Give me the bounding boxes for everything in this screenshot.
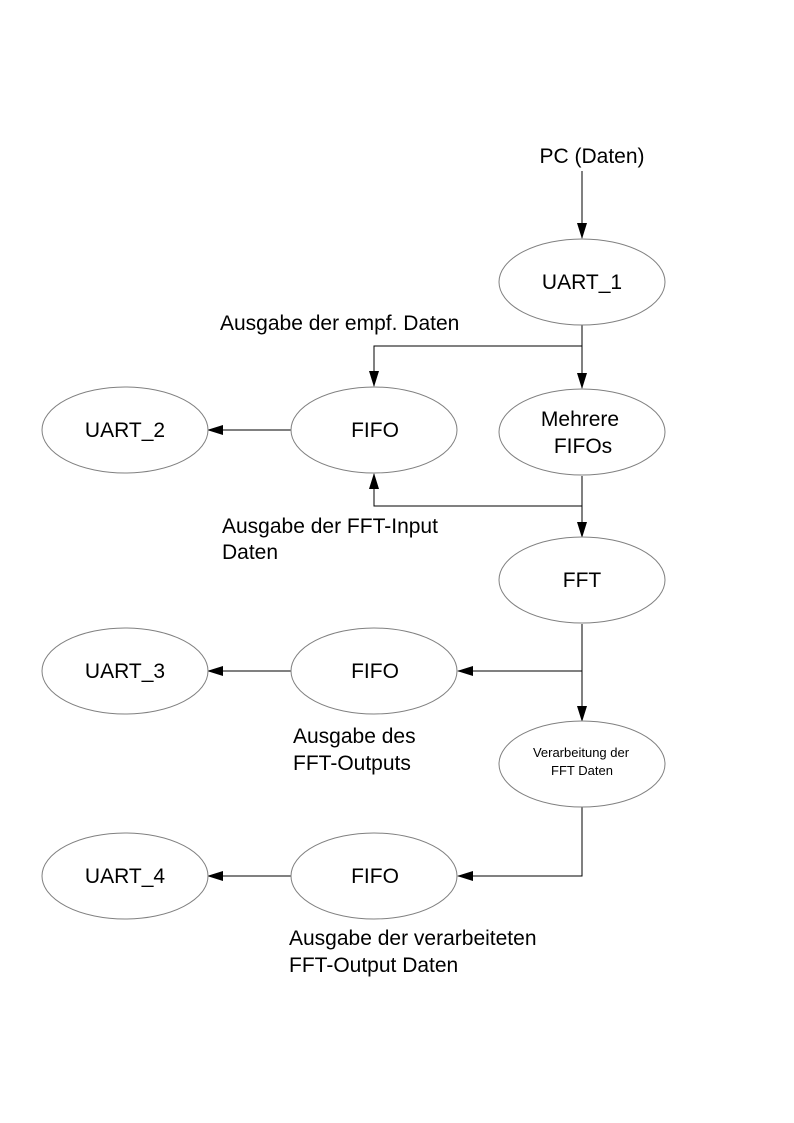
node-uart4: UART_4 [41,832,209,920]
arrow-verarbeitung-to-fifo-c [457,807,583,881]
node-fifo-c-label: FIFO [351,865,399,888]
arrow-uart1-to-fifo-a [369,345,582,387]
node-fifo-b: FIFO [290,627,458,715]
node-uart1-label: UART_1 [542,271,622,294]
node-fifo-b-label: FIFO [351,660,399,683]
node-uart3-label: UART_3 [85,660,165,683]
node-uart2: UART_2 [41,386,209,474]
node-verarbeitung: Verarbeitung der FFT Daten [498,720,666,808]
node-uart4-label: UART_4 [85,865,165,888]
node-uart1: UART_1 [498,238,666,326]
node-fifo-c: FIFO [290,832,458,920]
node-verarbeitung-line1: Verarbeitung der [533,745,630,760]
annotation-verarbeitet-line2: FFT-Output Daten [289,954,458,977]
annotation-fft-input-line1: Ausgabe der FFT-Input [222,515,438,538]
annotation-fft-input-line2: Daten [222,541,278,564]
arrow-mehrere-fifos-to-fifo-a [369,473,582,507]
node-uart3: UART_3 [41,627,209,715]
node-fifo-a-label: FIFO [351,419,399,442]
node-fifo-a: FIFO [290,386,458,474]
annotation-fft-output-line2: FFT-Outputs [293,752,411,775]
node-mehrere-fifos-line1: Mehrere [541,408,619,431]
source-label: PC (Daten) [539,145,644,168]
annotation-verarbeitet-line1: Ausgabe der verarbeiteten [289,927,537,950]
node-fft: FFT [498,536,666,624]
node-mehrere-fifos-line2: FIFOs [554,435,612,458]
annotation-fft-output-line1: Ausgabe des [293,725,416,748]
node-uart2-label: UART_2 [85,419,165,442]
node-verarbeitung-line2: FFT Daten [551,763,613,778]
connectors [207,171,587,881]
node-mehrere-fifos: Mehrere FIFOs [498,388,666,476]
annotation-empf-daten: Ausgabe der empf. Daten [220,312,459,335]
node-fft-label: FFT [563,569,602,592]
